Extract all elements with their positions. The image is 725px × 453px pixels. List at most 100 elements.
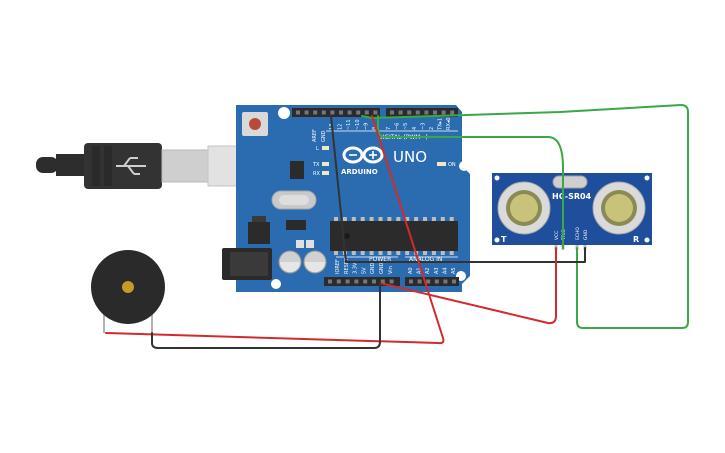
usb-interface-chip: [290, 161, 304, 179]
r-label: R: [633, 235, 639, 244]
header-pin[interactable]: [330, 110, 335, 115]
l-led-label: L: [316, 146, 319, 152]
header-pin[interactable]: [313, 110, 318, 115]
chip-leg: [431, 251, 436, 255]
header-pin[interactable]: [345, 279, 350, 284]
power-label: POWER: [369, 256, 391, 263]
header-pin[interactable]: [415, 110, 420, 115]
chip-leg: [378, 217, 383, 221]
chip-leg: [405, 217, 410, 221]
t-label: T: [501, 235, 507, 244]
reset-button[interactable]: [242, 112, 268, 136]
header-pin[interactable]: [407, 110, 412, 115]
chip-leg: [351, 217, 356, 221]
sensor-pin-label: VCC: [554, 231, 560, 240]
usb-strain-relief: [56, 154, 84, 176]
header-pin[interactable]: [390, 110, 394, 115]
header-pin[interactable]: [434, 279, 439, 284]
header-pin[interactable]: [373, 110, 378, 115]
header-pin[interactable]: [450, 110, 455, 115]
header-pin[interactable]: [304, 110, 309, 115]
header-pin[interactable]: [417, 279, 422, 284]
header-pin[interactable]: [380, 279, 385, 284]
header-pin[interactable]: [452, 279, 456, 284]
l-led: [322, 146, 329, 150]
header-pin[interactable]: [441, 110, 446, 115]
chip-leg: [334, 217, 338, 221]
chip-leg: [423, 251, 427, 255]
uno-label: UNO: [393, 148, 427, 166]
power-pin-label: 5V: [361, 267, 367, 274]
rx-led: [322, 171, 329, 175]
header-pin[interactable]: [389, 279, 394, 284]
chip-leg: [431, 217, 436, 221]
chip-leg: [449, 217, 454, 221]
header-pin[interactable]: [296, 110, 300, 115]
tx-led-label: TX: [312, 162, 320, 168]
chip-leg: [378, 251, 383, 255]
sensor-pin-label: GND: [583, 229, 589, 240]
digital-pin-label: 2: [429, 127, 435, 130]
header-pin[interactable]: [398, 110, 403, 115]
header-pin[interactable]: [372, 279, 376, 284]
header-pin[interactable]: [424, 110, 429, 115]
chip-leg: [440, 251, 445, 255]
header-pin[interactable]: [328, 279, 332, 284]
chip-leg: [334, 251, 338, 255]
power-pin-label: RESET: [344, 257, 350, 274]
header-pin[interactable]: [426, 279, 431, 284]
transmitter-transducer: [497, 181, 551, 235]
rx-led-label: RX: [313, 171, 320, 177]
header-pin[interactable]: [409, 279, 413, 284]
chip-leg: [360, 217, 365, 221]
chip-leg: [440, 217, 445, 221]
tx-led: [322, 162, 329, 166]
header-pin[interactable]: [363, 279, 368, 284]
analog-pin-label: A5: [451, 267, 457, 274]
chip-leg: [396, 251, 401, 255]
usb-cable[interactable]: [36, 143, 267, 189]
piezo-buzzer[interactable]: [91, 250, 165, 333]
brand-label: ARDUINO: [341, 168, 378, 176]
red-wire-buzzer[interactable]: [105, 115, 445, 345]
receiver-transducer: [592, 181, 646, 235]
digital-pin-label: ~5: [403, 123, 409, 130]
analog-pin-label: A1: [417, 267, 423, 274]
header-pin[interactable]: [321, 110, 326, 115]
power-header: [324, 277, 400, 286]
black-wire-sensor-gnd[interactable]: [330, 115, 586, 263]
green-wire-trig[interactable]: [377, 115, 564, 249]
gnd-top-label: GND: [321, 130, 327, 142]
chip-leg: [342, 217, 347, 221]
aref-label: AREF: [312, 129, 318, 142]
header-pin[interactable]: [443, 279, 448, 284]
digital-pin-label: ~10: [355, 119, 361, 130]
header-pin[interactable]: [433, 110, 437, 115]
header-pin[interactable]: [354, 279, 359, 284]
analog-pin-label: A3: [434, 267, 440, 274]
usb-icon: [116, 157, 146, 175]
header-pin[interactable]: [364, 110, 369, 115]
on-led-label: ON: [448, 162, 456, 168]
chip-leg: [423, 217, 427, 221]
red-wire-sensor-vcc[interactable]: [379, 247, 557, 325]
chip-leg: [387, 251, 392, 255]
digital-pin-label: RX◂0: [446, 117, 452, 130]
digital-pin-label: 7: [386, 127, 392, 130]
capacitor: [278, 250, 302, 274]
header-pin[interactable]: [336, 279, 341, 284]
green-wire-echo[interactable]: [361, 104, 689, 329]
digital-pin-label: ~9: [363, 123, 369, 130]
power-jack[interactable]: [222, 248, 272, 280]
black-wire-buzzer-gnd[interactable]: [151, 282, 381, 349]
header-pin[interactable]: [347, 110, 352, 115]
wires: [105, 104, 689, 349]
atmega-chip: [330, 221, 458, 251]
header-pin[interactable]: [339, 110, 343, 115]
analog-pin-label: A2: [425, 267, 431, 274]
header-pin[interactable]: [356, 110, 361, 115]
capacitor: [303, 250, 327, 274]
